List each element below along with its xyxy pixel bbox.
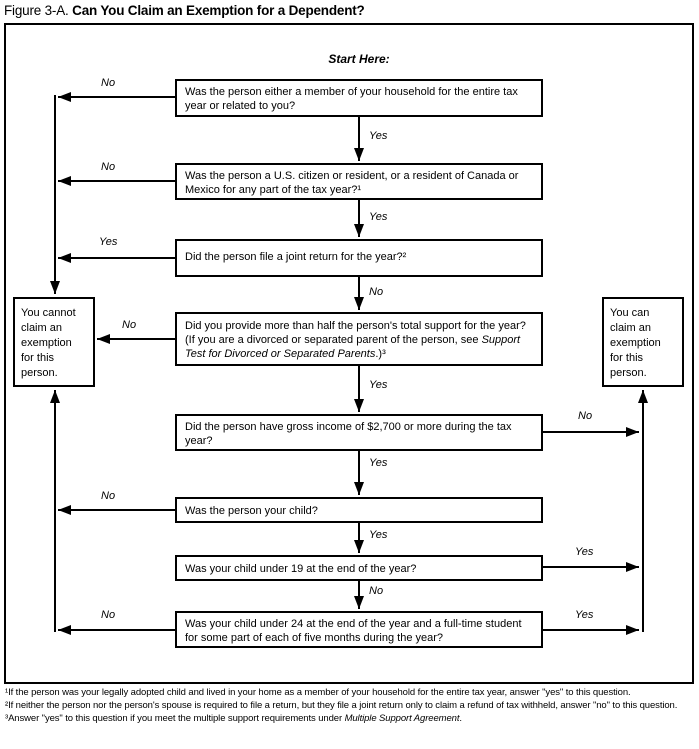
edge-label-q7-no: No bbox=[369, 585, 384, 597]
edge-label-q7-yes: Yes bbox=[575, 546, 594, 558]
support-text-pre: Did you provide more than half the perso… bbox=[185, 320, 526, 346]
question-box-your-child: Was the person your child? bbox=[175, 497, 543, 523]
footnotes: ¹If the person was your legally adopted … bbox=[5, 687, 697, 726]
support-text-italic: Support Test for Divorced or Separated P… bbox=[185, 334, 521, 360]
figure-number: Figure 3-A. bbox=[4, 3, 73, 18]
edge-label-q1-yes: Yes bbox=[369, 130, 388, 142]
edge-label-q3-no: No bbox=[369, 286, 384, 298]
edge-label-q5-yes: Yes bbox=[369, 457, 388, 469]
edge-label-q2-yes: Yes bbox=[369, 211, 388, 223]
question-box-under-24-student: Was your child under 24 at the end of th… bbox=[175, 611, 543, 648]
outcome-box-can-claim: You can claim an exemption for this pers… bbox=[602, 297, 684, 387]
figure-heading: Can You Claim an Exemption for a Depende… bbox=[72, 3, 365, 18]
question-box-support: Did you provide more than half the perso… bbox=[175, 312, 543, 366]
footnote-2: ²If neither the person nor the person's … bbox=[5, 700, 678, 711]
footnote-3: ³Answer "yes" to this question if you me… bbox=[5, 713, 697, 725]
question-box-citizen: Was the person a U.S. citizen or residen… bbox=[175, 163, 543, 200]
edge-label-q5-no: No bbox=[578, 410, 593, 422]
support-text-post: .)³ bbox=[375, 348, 386, 360]
footnote-3-pre: ³Answer "yes" to this question if you me… bbox=[5, 713, 345, 724]
edge-label-q3-yes: Yes bbox=[99, 236, 118, 248]
question-box-joint-return: Did the person file a joint return for t… bbox=[175, 239, 543, 277]
edge-label-q8-no: No bbox=[101, 609, 116, 621]
edge-label-q6-no: No bbox=[101, 490, 116, 502]
footnote-1: ¹If the person was your legally adopted … bbox=[5, 687, 631, 698]
edge-label-q4-no: No bbox=[122, 319, 137, 331]
edge-label-q2-no: No bbox=[101, 161, 116, 173]
edge-label-q4-yes: Yes bbox=[369, 379, 388, 391]
footnote-3-post: . bbox=[459, 713, 462, 724]
question-box-gross-income: Did the person have gross income of $2,7… bbox=[175, 414, 543, 451]
start-here-label: Start Here: bbox=[328, 52, 390, 66]
question-box-household: Was the person either a member of your h… bbox=[175, 79, 543, 117]
footnote-3-italic: Multiple Support Agreement bbox=[344, 713, 460, 724]
edge-label-q8-yes: Yes bbox=[575, 609, 594, 621]
edge-label-q6-yes: Yes bbox=[369, 529, 388, 541]
outcome-box-cannot-claim: You cannot claim an exemption for this p… bbox=[13, 297, 95, 387]
flowchart-border bbox=[4, 23, 694, 684]
question-box-under-19: Was your child under 19 at the end of th… bbox=[175, 555, 543, 581]
figure-title: Figure 3-A. Can You Claim an Exemption f… bbox=[4, 3, 365, 18]
edge-label-q1-no: No bbox=[101, 77, 116, 89]
